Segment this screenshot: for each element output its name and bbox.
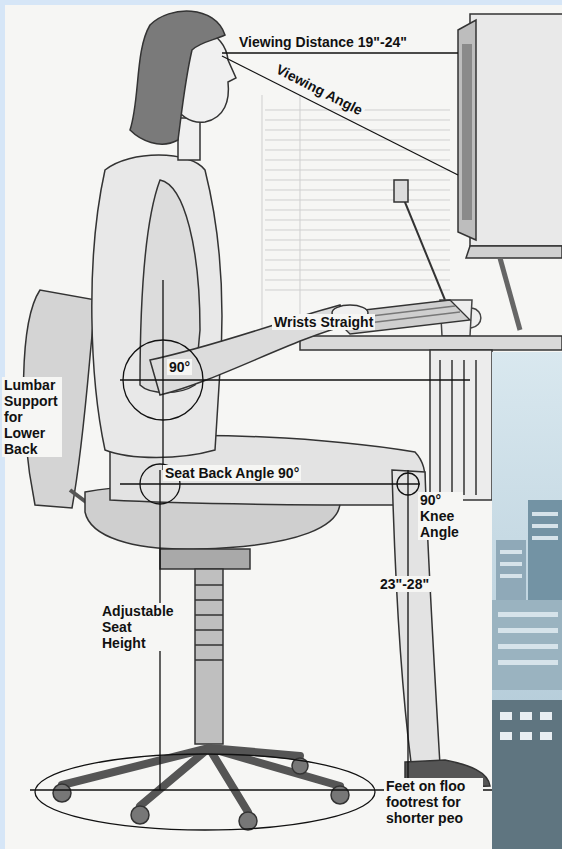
posture-label: Wrists Straight [272, 314, 375, 330]
dimension-label: 23"-28" [378, 576, 431, 592]
measurement-lines [30, 53, 492, 830]
label-box: Seat Back Angle 90° [163, 465, 301, 481]
label-box: Viewing Angle [272, 60, 367, 119]
dimension-label: Adjustable Seat Height [100, 603, 178, 651]
city-photo [492, 352, 562, 849]
office-chair [24, 290, 349, 830]
label-box: Wrists Straight [272, 314, 375, 330]
note-label: Feet on floo footrest for shorter peo [384, 778, 483, 826]
seated-woman [92, 11, 490, 789]
posture-label: Lumbar Support for Lower Back [2, 377, 62, 457]
label-box: 23"-28" [378, 576, 431, 592]
label-box: Lumbar Support for Lower Back [2, 377, 62, 457]
angle-label: 90° [167, 359, 192, 375]
label-box: 90° Knee Angle [418, 492, 463, 540]
label-box: 90° [167, 359, 192, 375]
angle-label: Seat Back Angle 90° [163, 465, 301, 481]
monitor [394, 14, 562, 330]
window-blinds [262, 95, 450, 330]
label-box: Viewing Distance 19"-24" [237, 34, 409, 50]
angle-label: 90° Knee Angle [418, 492, 463, 540]
angle-label: Viewing Angle [272, 60, 367, 119]
label-box: Adjustable Seat Height [100, 603, 178, 651]
dimension-label: Viewing Distance 19"-24" [237, 34, 409, 50]
label-box: Feet on floo footrest for shorter peo [384, 778, 483, 826]
